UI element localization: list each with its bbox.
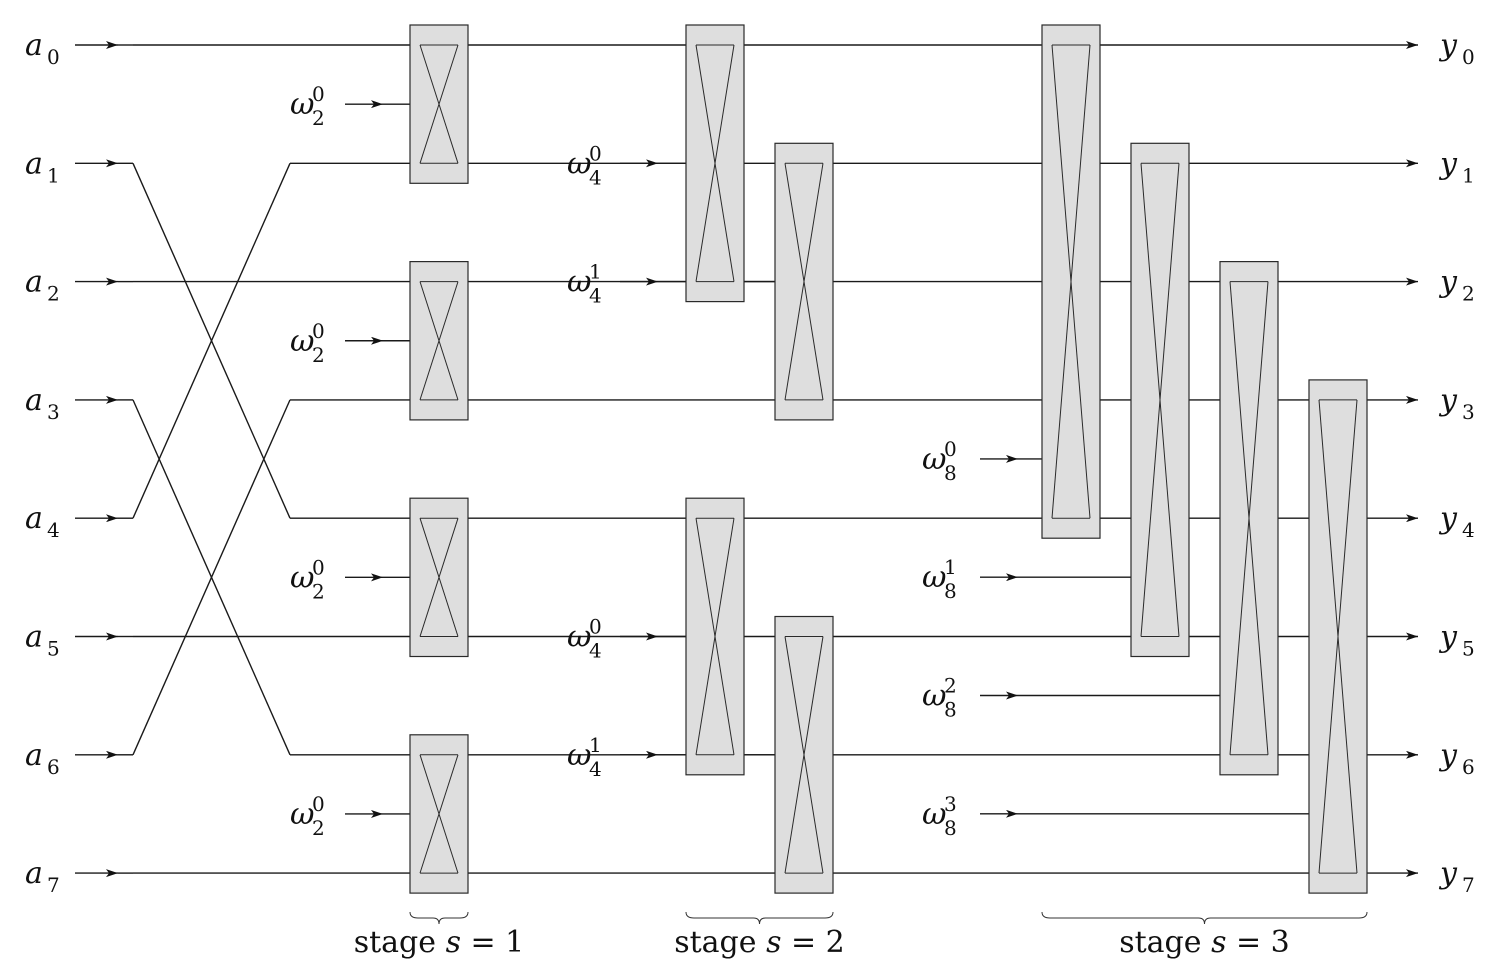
stage-label-2: stage s = 2 bbox=[674, 925, 845, 960]
stage1-butterfly-0-cross-b bbox=[419, 44, 459, 164]
stage1-butterfly-1-cross-b bbox=[419, 281, 459, 401]
stage1-butterfly-2-cross-b bbox=[419, 518, 459, 637]
stage-brace-2 bbox=[685, 911, 834, 925]
stage3-butterfly-0-cross-b bbox=[1051, 44, 1091, 519]
stage2-butterfly-3-cross-b bbox=[784, 636, 824, 874]
stage1-butterfly-3-cross-b bbox=[419, 754, 459, 874]
stage3-butterfly-3-cross-b bbox=[1318, 399, 1358, 874]
stage-label-3: stage s = 3 bbox=[1119, 925, 1290, 960]
stage2-butterfly-2-cross-b bbox=[695, 518, 735, 755]
wires bbox=[75, 41, 1418, 878]
stage3-butterfly-2-cross-b bbox=[1229, 281, 1269, 755]
stage-brace-1 bbox=[409, 911, 469, 925]
stage-label-1: stage s = 1 bbox=[354, 925, 525, 960]
perm-wire-4 bbox=[132, 163, 291, 519]
stage3-butterfly-1-cross-b bbox=[1140, 163, 1180, 637]
perm-wire-6 bbox=[132, 399, 291, 756]
stage1-butterfly-1 bbox=[409, 261, 469, 421]
stage2-butterfly-0-cross-b bbox=[695, 44, 735, 282]
stage-brace-3 bbox=[1041, 911, 1368, 925]
stage2-butterfly-1-cross-b bbox=[784, 163, 824, 400]
stage1-butterfly-2 bbox=[409, 497, 469, 658]
butterfly-boxes bbox=[409, 24, 1368, 894]
